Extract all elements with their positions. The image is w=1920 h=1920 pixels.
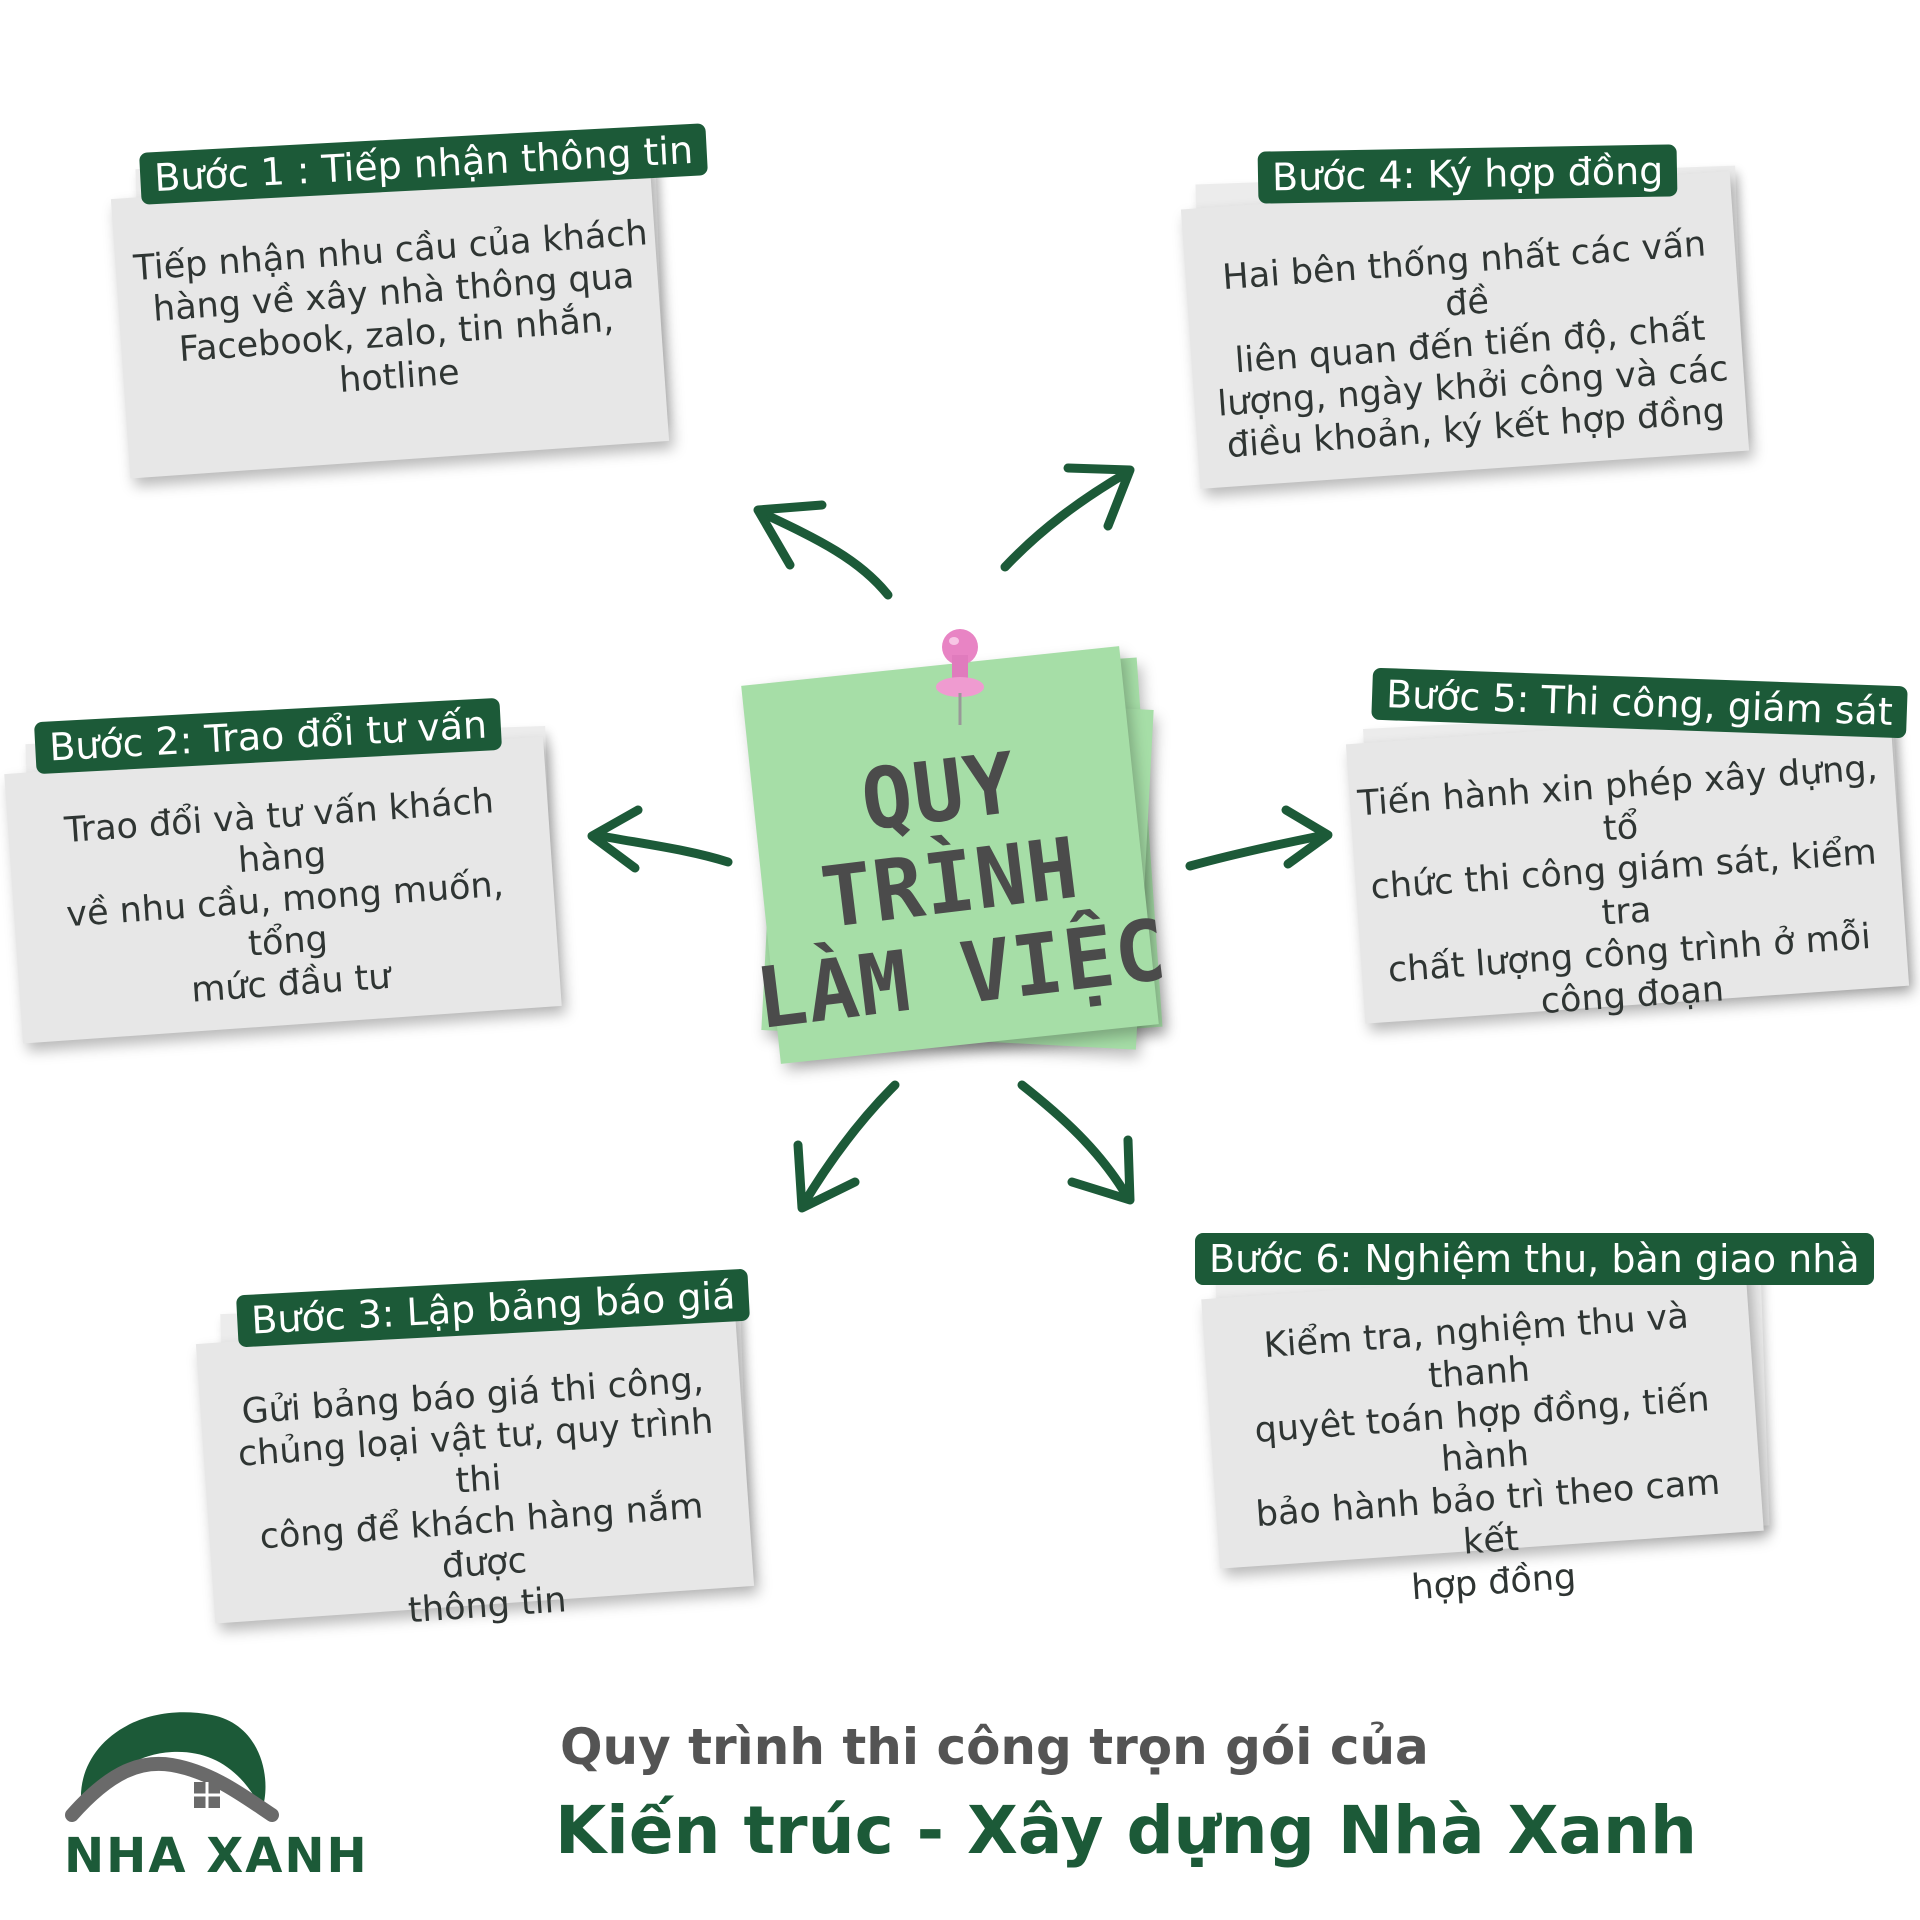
arrow-to-step-1 — [753, 500, 893, 600]
arrow-to-step-4 — [1000, 463, 1135, 572]
arrow-to-step-6 — [1017, 1080, 1135, 1205]
arrow-to-step-3 — [793, 1080, 900, 1213]
push-pin-icon — [936, 629, 984, 725]
step-4-body: Hai bên thống nhất các vấn đề liên quan … — [1203, 222, 1736, 468]
arrow-to-step-5 — [1185, 805, 1333, 871]
footer-subtitle: Quy trình thi công trọn gói của — [560, 1718, 1429, 1776]
step-4-card: Bước 4: Ký hợp đồng Hai bên thống nhất c… — [1180, 140, 1760, 489]
step-3-body: Gửi bảng báo giá thi công, chủng loại vậ… — [207, 1357, 753, 1645]
step-2-body: Trao đổi và tư vấn khách hàng về nhu cầu… — [18, 777, 551, 1023]
step-6-card: Bước 6: Nghiệm thu, bàn giao nhà Kiểm tr… — [1195, 1225, 1874, 1608]
footer-title: Kiến trúc - Xây dựng Nhà Xanh — [555, 1792, 1698, 1869]
step-5-card: Bước 5: Thi công, giám sát Tiến hành xin… — [1345, 665, 1920, 1025]
logo-text: NHA XANH — [64, 1828, 369, 1884]
nha-xanh-logo — [65, 1712, 279, 1822]
step-6-body: Kiểm tra, nghiệm thu và thanh quyêt toán… — [1210, 1292, 1759, 1622]
step-5-body: Tiến hành xin phép xây dựng, tổ chức thi… — [1347, 746, 1903, 1035]
step-2-card: Bước 2: Trao đổi tư vấn Trao đổi và tư v… — [4, 697, 565, 1044]
step-4-title: Bước 4: Ký hợp đồng — [1257, 144, 1678, 204]
step-3-card: Bước 3: Lập bảng báo giá Gửi bảng báo gi… — [195, 1268, 765, 1631]
step-6-title: Bước 6: Nghiệm thu, bàn giao nhà — [1195, 1233, 1874, 1285]
arrow-to-step-2 — [587, 805, 733, 873]
center-title: QUY TRÌNH LÀM VIỆC — [725, 720, 1176, 1048]
step-1-card: Bước 1 : Tiếp nhận thông tin Tiếp nhận n… — [110, 123, 709, 479]
